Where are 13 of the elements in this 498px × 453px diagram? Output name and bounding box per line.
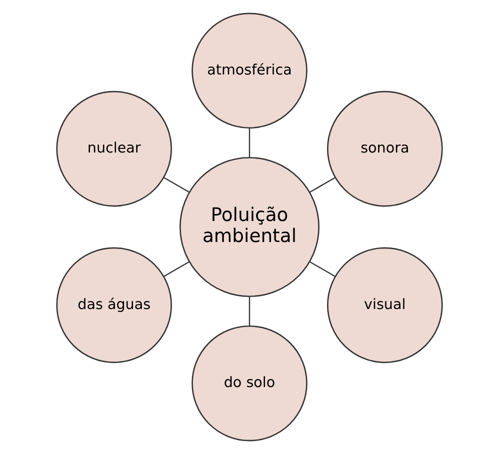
node-circle: das águas <box>56 246 172 363</box>
connector <box>248 296 250 326</box>
connector <box>163 260 190 276</box>
node-circle: Poluição ambiental <box>179 156 320 297</box>
node-circle: visual <box>326 246 442 363</box>
node-circle: sonora <box>326 90 442 206</box>
node-circle: nuclear <box>56 90 172 206</box>
node-circle: atmosférica <box>191 12 307 128</box>
connector <box>163 176 190 192</box>
node-circle: do solo <box>191 324 307 441</box>
connector <box>248 128 250 157</box>
connector <box>308 176 335 192</box>
connector <box>308 260 335 276</box>
